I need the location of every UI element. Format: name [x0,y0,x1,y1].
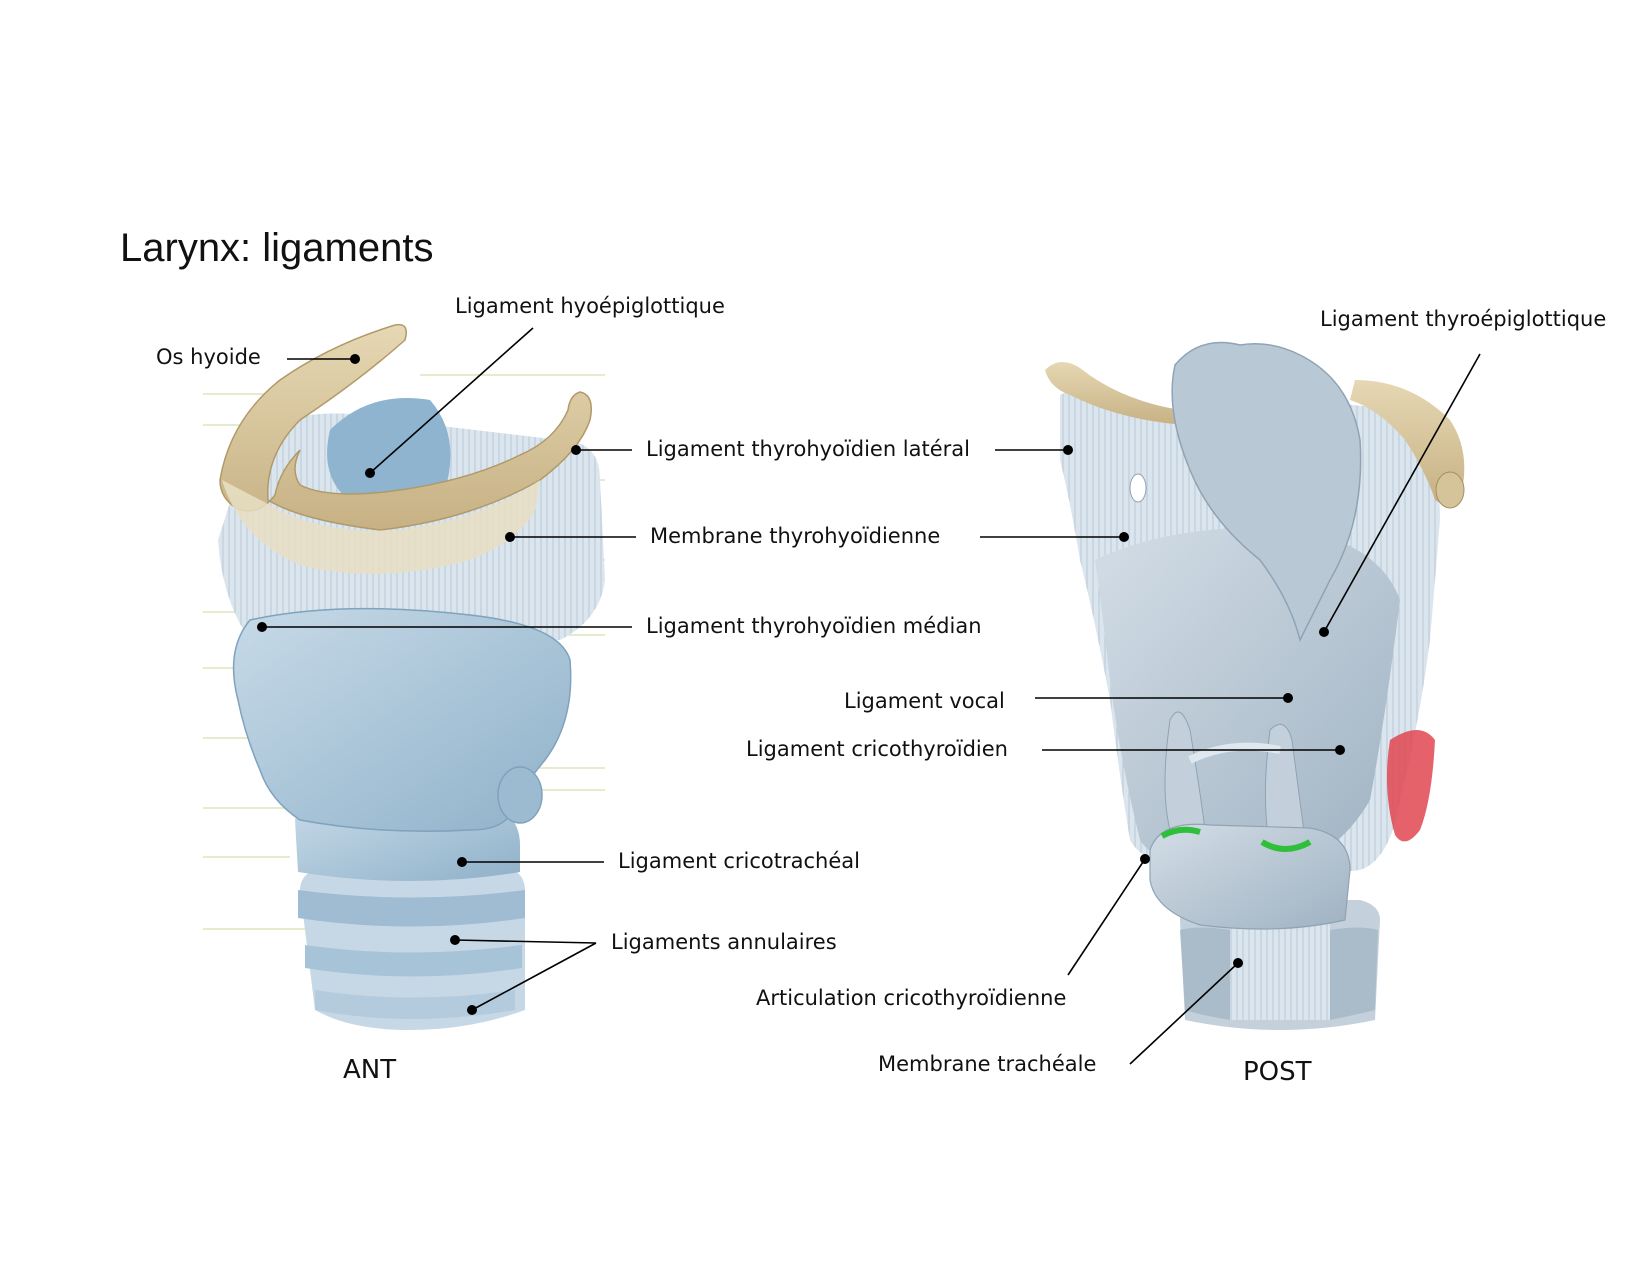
leader-lines [262,327,1481,1065]
label-ligament-vocal: Ligament vocal [844,689,1005,713]
label-ligament-cricothyroidien: Ligament cricothyroïdien [746,737,1008,761]
view-label-posterior: POST [1243,1057,1312,1087]
label-os-hyoide: Os hyoide [156,345,261,369]
view-label-anterior: ANT [343,1055,397,1085]
label-articulation-cricothyroidienne: Articulation cricothyroïdienne [756,986,1067,1010]
leader-dots [257,354,1345,1015]
slide-title: Larynx: ligaments [120,226,434,270]
label-membrane-tracheale: Membrane trachéale [878,1052,1097,1076]
anterior-larynx-drawing [203,323,605,1030]
label-ligament-thyrohyoidien-lateral: Ligament thyrohyoïdien latéral [646,437,971,461]
label-ligament-thyroepiglottique: Ligament thyroépiglottique [1320,307,1607,331]
label-ligament-cricotracheal: Ligament cricotrachéal [618,849,860,873]
label-ligaments-annulaires: Ligaments annulaires [611,930,837,954]
label-ligament-hyoepiglottique: Ligament hyoépiglottique [455,294,725,318]
label-membrane-thyrohyoidienne: Membrane thyrohyoïdienne [650,524,941,548]
label-ligament-thyrohyoidien-median: Ligament thyrohyoïdien médian [646,614,982,638]
posterior-larynx-drawing [1045,341,1465,1030]
